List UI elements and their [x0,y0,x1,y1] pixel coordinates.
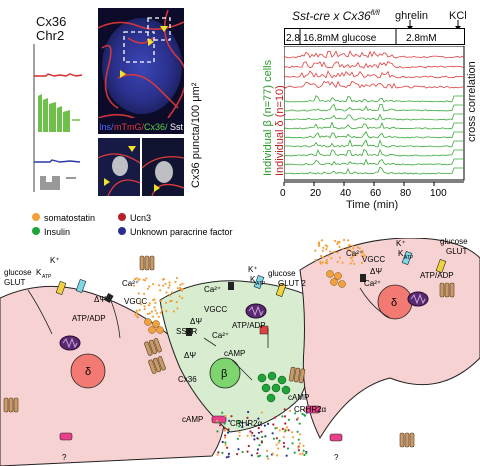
right-katp: K [398,249,404,258]
center-atpadp: ATP/ADP [232,321,266,330]
seg-2-8b: 2.8mM [406,33,437,44]
svg-text:ATP: ATP [404,255,414,261]
right-psi: ΔΨ [370,267,382,276]
beta-label: β [221,368,227,380]
center-crhr2a: CRHR2α [230,419,263,428]
seg-16-8: 16.8mM glucose [303,33,377,44]
right-crhr2a: CRHR2α [294,405,327,414]
left-psi: ΔΨ [94,295,106,304]
left-glucose: glucose [4,268,32,277]
delta-trace [284,80,465,89]
center-psi2: ΔΨ [184,351,196,360]
legend-ins: Ins/ [99,122,114,132]
right-vgcc: VGCC [362,255,385,264]
delta-trace [284,70,465,79]
time-axis: 0 20 40 60 80 100 [280,181,464,199]
beta-trace [284,138,464,148]
left-vgcc: VGCC [124,297,147,306]
ghrelin-annot: ghrelin [395,10,429,22]
bottom-q: ? [62,453,67,462]
stimulus-steps [40,176,60,190]
bottom-camp: cAMP [182,415,203,424]
left-delta-label: δ [85,366,91,378]
green-bursts [38,94,70,132]
legend-sst: Sst [170,122,184,132]
center-glut2: GLUT 2 [278,279,306,288]
right-delta-label: δ [391,297,397,309]
beta-trace [284,113,464,121]
center-katp: K [250,275,256,284]
time-tick: 0 [280,188,286,199]
left-katp: K [36,268,42,277]
svg-text:ATP: ATP [42,274,52,280]
time-tick: 40 [340,188,352,199]
right-ca: Ca²⁺ [346,249,363,258]
legend-unknown: Unknown paracrine factor [130,227,233,237]
center-psi: ΔΨ [190,317,202,326]
beta-trace [284,158,464,166]
time-tick: 20 [310,188,322,199]
center-glucose: glucose [268,269,296,278]
calcium-traces [284,46,465,181]
beta-ylabel: Individual β (n=77) cells [262,59,274,176]
right-atpadp: ATP/ADP [420,271,454,280]
time-tick: 80 [400,188,412,199]
delta-ylabel: Individual δ (n=10) [274,85,286,176]
right-glucose: glucose [440,238,468,246]
cell-schematic: δ β δ [0,238,480,466]
time-tick: 100 [430,188,447,199]
left-ephys-panel [33,44,83,192]
center-camp2: cAMP [288,393,309,402]
cx36-label: Cx36 [36,14,67,29]
left-atpadp: ATP/ADP [72,314,106,323]
left-kplus: K⁺ [50,256,60,265]
left-ca: Ca²⁺ [122,279,139,288]
center-cx36: Cx36 [178,375,197,384]
time-tick: 60 [370,188,382,199]
zoom-micrographs [98,138,184,196]
time-xlabel: Time (min) [346,199,399,211]
red-trace [34,73,83,77]
chr2-label: Chr2 [36,28,65,43]
delta-trace [284,60,465,69]
beta-trace [284,166,464,175]
center-sstr: SSTR [176,327,198,336]
condition-bar: 2.8 16.8mM glucose 2.8mM [284,28,465,45]
left-glut: GLUT [4,278,25,287]
blue-trace [34,159,81,163]
legend-insulin: Insulin [44,227,70,237]
islet-micrograph: Ins/ mTmG/ Cx36/ Sst [98,8,184,134]
right-ca2: Ca²⁺ [364,279,381,288]
traces-title: Sst-cre x Cx36fl/fl [292,9,380,23]
delta-trace [284,50,465,59]
legend-somatostatin: somatostatin [44,213,95,223]
puncta-ylabel: Cx36 puncta/100 μm² [190,82,202,188]
svg-text:ATP: ATP [256,281,266,287]
center-vgcc: VGCC [204,305,227,314]
center-ca-mid: Ca²⁺ [212,331,229,340]
beta-trace [284,130,464,139]
center-ca-top: Ca²⁺ [204,285,221,294]
center-camp: cAMP [224,349,245,358]
seg-2-8: 2.8 [286,33,300,44]
legend-ucn3: Ucn3 [130,213,151,223]
center-kplus: K⁺ [248,265,258,274]
beta-trace [284,121,464,130]
legend-cx36: Cx36/ [144,122,168,132]
schematic-legend: somatostatin Insulin Ucn3 Unknown paracr… [32,213,233,237]
right-q: ? [334,453,339,462]
kcl-annot: KCl [449,10,467,22]
cross-corr-label: cross correlation [466,61,478,142]
legend-mtmg: mTmG/ [114,122,144,132]
right-glut: GLUT [446,247,467,256]
beta-trace [284,103,464,112]
beta-trace [284,148,464,157]
beta-trace [284,95,464,103]
right-kplus: K⁺ [396,239,406,248]
